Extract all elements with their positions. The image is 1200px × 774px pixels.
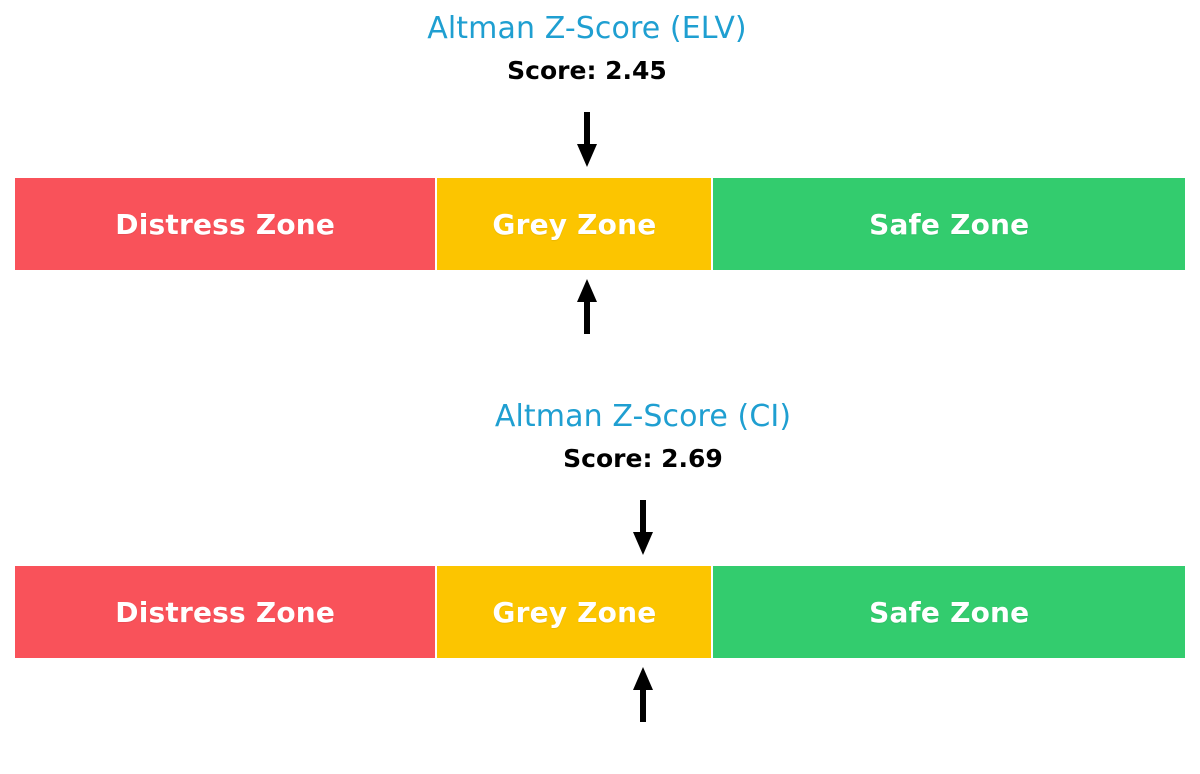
chart-title: Altman Z-Score (CI) <box>494 399 792 434</box>
zone-label: Distress Zone <box>115 207 336 241</box>
zone-safe: Safe Zone <box>713 566 1185 658</box>
zone-grey: Grey Zone <box>437 178 714 270</box>
zone-label: Safe Zone <box>869 595 1030 629</box>
score-marker-down <box>632 500 654 556</box>
arrow-up-icon <box>632 666 654 722</box>
zscore-chart-elv: Altman Z-Score (ELV) Score: 2.45 Distres… <box>0 0 1200 360</box>
chart-score-label: Score: 2.45 <box>507 56 667 85</box>
zone-grey: Grey Zone <box>437 566 714 658</box>
score-marker-up <box>632 666 654 722</box>
arrow-up-icon <box>576 278 598 334</box>
zone-bar: Distress Zone Grey Zone Safe Zone <box>15 178 1185 270</box>
zone-label: Grey Zone <box>492 595 657 629</box>
zone-label: Safe Zone <box>869 207 1030 241</box>
zone-label: Distress Zone <box>115 595 336 629</box>
zone-safe: Safe Zone <box>713 178 1185 270</box>
score-marker-up <box>576 278 598 334</box>
zone-distress: Distress Zone <box>15 566 438 658</box>
chart-score-label: Score: 2.69 <box>563 444 723 473</box>
zone-bar: Distress Zone Grey Zone Safe Zone <box>15 566 1185 658</box>
zscore-chart-ci: Altman Z-Score (CI) Score: 2.69 Distress… <box>0 388 1200 774</box>
chart-title: Altman Z-Score (ELV) <box>427 11 747 46</box>
zone-label: Grey Zone <box>492 207 657 241</box>
score-marker-down <box>576 112 598 168</box>
arrow-down-icon <box>576 112 598 168</box>
arrow-down-icon <box>632 500 654 556</box>
zone-distress: Distress Zone <box>15 178 438 270</box>
